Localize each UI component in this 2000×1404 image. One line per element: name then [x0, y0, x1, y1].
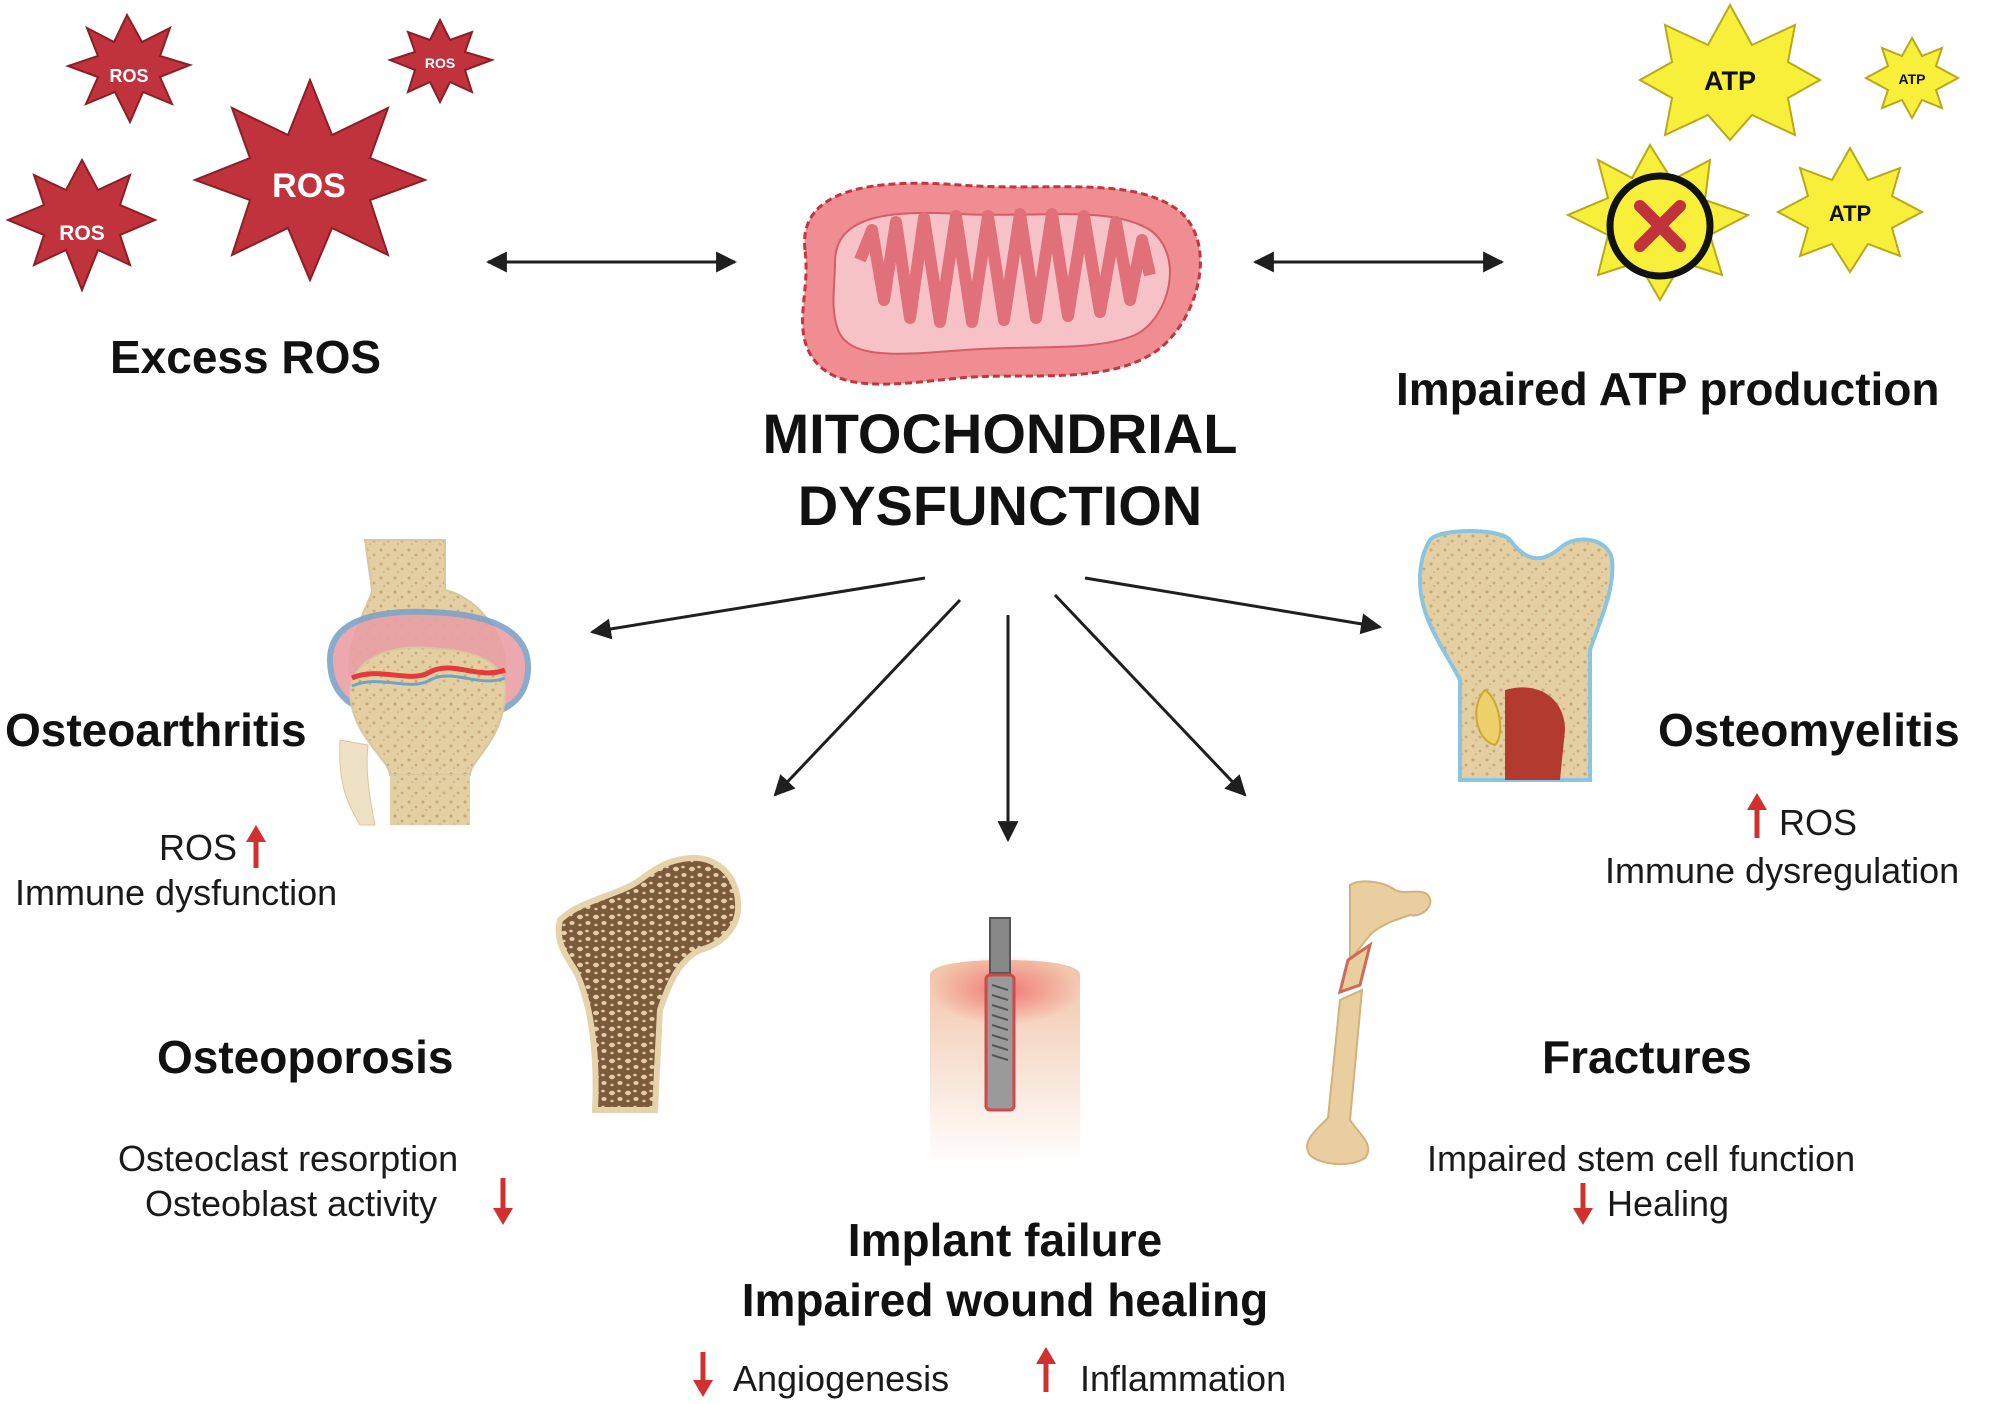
page-title: MITOCHONDRIAL DYSFUNCTION — [700, 398, 1300, 542]
osteoporosis-osteoblast: Osteoblast activity — [145, 1183, 438, 1224]
up-arrow-icon-inflammation — [1036, 1347, 1056, 1392]
implant-inflammation: Inflammation — [1080, 1358, 1287, 1399]
fractures-stem-cell: Impaired stem cell function — [1427, 1138, 1856, 1179]
up-arrow-icon-osteomyelitis-ros — [1747, 793, 1767, 838]
title-line-2: DYSFUNCTION — [797, 474, 1203, 537]
fractured-femur-icon — [1306, 880, 1432, 1166]
ros-star-1 — [64, 12, 194, 125]
osteoporosis-title: Osteoporosis — [157, 1031, 454, 1083]
ros-star-2 — [387, 17, 496, 105]
center-arrows — [589, 576, 1383, 843]
ros-star-label: ROS — [425, 55, 455, 71]
osteomyelitis-ros: ROS — [1779, 802, 1858, 843]
impaired-atp-label: Impaired ATP production — [1396, 363, 1940, 415]
atp-star-2 — [1863, 35, 1961, 121]
mitochondrion-icon — [801, 181, 1202, 386]
down-arrow-icon-angiogenesis — [693, 1352, 713, 1397]
fractures-title: Fractures — [1542, 1031, 1752, 1083]
atp-star-label: ATP — [1829, 201, 1871, 226]
x-mark-icon — [1634, 200, 1686, 252]
ros-star-label: ROS — [109, 66, 148, 86]
osteoporosis-resorption: Osteoclast resorption — [118, 1138, 459, 1179]
ros-star-label: ROS — [59, 222, 105, 245]
implant-title-line-2: Impaired wound healing — [741, 1274, 1269, 1326]
down-arrow-icon-healing — [1573, 1183, 1593, 1225]
osteomyelitis-immune: Immune dysregulation — [1605, 850, 1960, 891]
atp-star-1 — [1637, 2, 1823, 142]
up-arrow-icon-osteoarthritis-ros — [246, 825, 266, 868]
osteoarthritis-ros: ROS — [159, 827, 238, 868]
ros-star-4 — [5, 157, 158, 293]
implant-icon — [930, 917, 1080, 1165]
title-line-1: MITOCHONDRIAL — [762, 402, 1238, 465]
atp-star-label: ATP — [1899, 71, 1926, 87]
excess-ros-label: Excess ROS — [110, 331, 382, 383]
osteoarthritis-title: Osteoarthritis — [5, 704, 307, 756]
osteoarthritis-immune: Immune dysfunction — [15, 872, 338, 913]
fractures-healing: Healing — [1607, 1183, 1730, 1224]
atp-blocked-star — [1565, 143, 1751, 302]
implant-angiogenesis: Angiogenesis — [733, 1358, 950, 1399]
implant-title: Implant failure Impaired wound healing — [705, 1210, 1305, 1330]
down-arrow-icon-osteoblast — [493, 1178, 513, 1225]
implant-title-line-1: Implant failure — [847, 1214, 1163, 1266]
femur-head-icon — [555, 854, 742, 1113]
atp-star-3 — [1775, 145, 1925, 274]
atp-star-label: ATP — [1704, 66, 1756, 96]
ros-star-3 — [192, 77, 428, 283]
osteomyelitis-bone-icon — [1417, 529, 1615, 782]
ros-star-label: ROS — [272, 167, 346, 205]
osteomyelitis-title: Osteomyelitis — [1658, 704, 1960, 756]
knee-joint-icon — [326, 539, 532, 826]
